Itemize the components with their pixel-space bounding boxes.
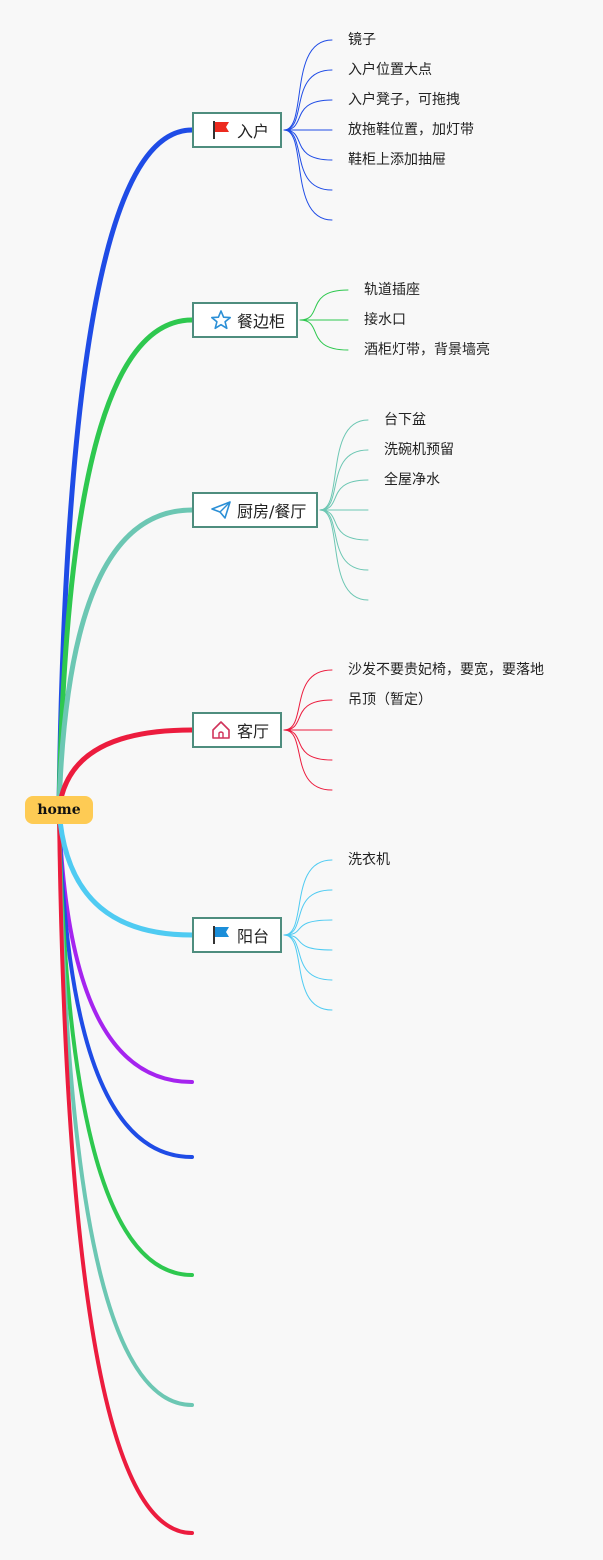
leaf-item[interactable]: 入户凳子，可拖拽 (348, 92, 460, 108)
branch-label: 阳台 (237, 927, 270, 946)
branch-label: 入户 (237, 122, 270, 141)
leaf-connector (283, 729, 333, 761)
leaf-connector (299, 319, 349, 351)
branch-node[interactable]: 餐边柜 (192, 302, 298, 338)
leaf-item[interactable]: 入户位置大点 (348, 62, 432, 78)
leaf-connector (283, 129, 333, 221)
root-label: home (37, 802, 81, 818)
leaf-item[interactable]: 沙发不要贵妃椅，要宽，要落地 (348, 662, 544, 678)
root-node[interactable]: home (25, 796, 93, 824)
leaf-item[interactable]: 洗衣机 (348, 852, 390, 868)
star-icon (210, 309, 232, 331)
branch-node[interactable]: 厨房/餐厅 (192, 492, 318, 528)
extra-branch-line (57, 808, 194, 1159)
leaf-connector (283, 99, 333, 131)
branch-node[interactable]: 客厅 (192, 712, 282, 748)
leaf-item[interactable]: 吊顶（暂定） (348, 692, 432, 708)
leaf-connector (283, 699, 333, 731)
leaf-connector (283, 934, 333, 951)
leaf-connector (283, 729, 333, 791)
leaf-item[interactable]: 全屋净水 (384, 472, 440, 488)
leaf-item[interactable]: 轨道插座 (364, 282, 420, 298)
blue-flag-icon (210, 924, 232, 946)
leaf-connector (283, 934, 333, 981)
leaf-item[interactable]: 鞋柜上添加抽屉 (348, 152, 446, 168)
home-icon (210, 719, 232, 741)
extra-branch-line (57, 808, 194, 1407)
leaf-connector (319, 479, 369, 511)
leaf-connector (319, 419, 369, 511)
leaf-connector (283, 669, 333, 731)
branch-line (56, 127, 195, 813)
paper-plane-icon (210, 499, 232, 521)
leaf-item[interactable]: 放拖鞋位置，加灯带 (348, 122, 474, 138)
leaf-connector (283, 129, 333, 161)
leaf-connector (283, 919, 333, 936)
leaf-connector (283, 934, 333, 1011)
branch-label: 餐边柜 (237, 312, 286, 331)
leaf-connector (319, 509, 369, 541)
leaf-item[interactable]: 酒柜灯带，背景墙亮 (364, 342, 490, 358)
leaf-item[interactable]: 镜子 (348, 32, 376, 48)
extra-branch-line (57, 808, 194, 1535)
leaf-connector (299, 289, 349, 321)
branch-node[interactable]: 阳台 (192, 917, 282, 953)
leaf-item[interactable]: 台下盆 (384, 412, 426, 428)
red-flag-icon (210, 119, 232, 141)
branch-line (56, 507, 195, 813)
leaf-connector (283, 859, 333, 936)
leaf-connector (319, 509, 369, 601)
branch-line (56, 807, 195, 938)
leaf-item[interactable]: 洗碗机预留 (384, 442, 454, 458)
leaf-connector (283, 889, 333, 936)
leaf-connector (283, 69, 333, 131)
branch-label: 厨房/餐厅 (237, 502, 307, 521)
branch-line (56, 727, 195, 813)
leaf-connector (283, 39, 333, 131)
branch-line (56, 317, 195, 813)
branch-label: 客厅 (237, 722, 270, 741)
extra-branch-line (57, 808, 194, 1084)
leaf-item[interactable]: 接水口 (364, 312, 406, 328)
leaf-connector (319, 449, 369, 511)
branch-node[interactable]: 入户 (192, 112, 282, 148)
